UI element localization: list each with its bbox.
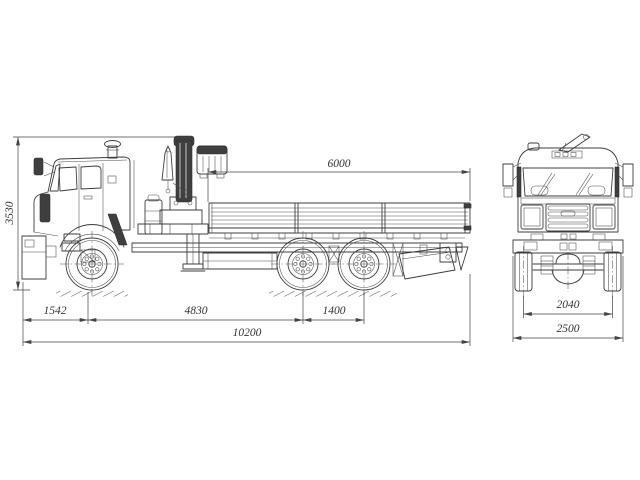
windshield-front: [522, 167, 614, 197]
fog-lamp-right: [598, 241, 613, 251]
crane-boom-front: [558, 133, 591, 153]
rear-wheel-2: [331, 230, 397, 297]
outrigger-leg: [180, 233, 206, 272]
cowl-vent-band: [520, 197, 616, 205]
dim-platform-length: 6000: [328, 158, 351, 170]
rear-light-bracket: [439, 242, 457, 263]
headlights-front: [520, 204, 616, 230]
front-bumper-frontview: [512, 233, 624, 254]
roof-equipment: [527, 133, 591, 159]
door-window: [80, 165, 102, 190]
hydraulic-tank: [144, 194, 163, 235]
fog-lamp-left: [523, 241, 538, 251]
cab: [21, 140, 135, 280]
dim-overall-height: 3530: [4, 201, 16, 225]
windshield: [49, 163, 61, 192]
cab-front-outline: [517, 147, 619, 233]
dimension-lines: 3530 6000 1542 4830 1400 10200 2040 2500: [4, 136, 624, 346]
left-pillar-trim: [516, 166, 522, 198]
crane-base: [159, 209, 203, 225]
dim-front-overhang: 1542: [44, 305, 67, 317]
cab-mud-deflector: [107, 213, 128, 246]
ground-hatch: [56, 291, 397, 297]
cab-step-upper: [63, 233, 81, 242]
wipers: [537, 172, 594, 196]
left-mirror: [502, 162, 522, 198]
air-intake-snorkel: [104, 140, 121, 159]
crane-boom-tip: [161, 145, 188, 195]
crane-hook-block: [196, 145, 228, 179]
tool-box: [202, 252, 278, 270]
cab-vent: [107, 175, 117, 184]
front-fender-trim: [39, 193, 51, 223]
dim-overall-length: 10200: [233, 327, 262, 339]
dim-rear-bogie-spacing: 1400: [323, 305, 346, 317]
rear-support: [392, 242, 404, 277]
side-window: [58, 166, 78, 192]
crane-subframe: [137, 223, 209, 235]
chassis: [131, 242, 469, 280]
dim-wheelbase: 4830: [185, 305, 208, 317]
rear-mudflap: [455, 246, 469, 271]
beacon: [527, 142, 540, 151]
crane-manipulator: [137, 135, 228, 272]
dim-overall-width: 2500: [557, 323, 580, 335]
cab-step-lower: [61, 242, 81, 252]
bogie-spring-bracket: [328, 245, 340, 263]
front-bumper: [21, 235, 57, 280]
grille-badge: [560, 210, 576, 217]
side-view: [21, 135, 472, 297]
front-view: [502, 133, 634, 300]
right-pillar-trim: [614, 166, 620, 198]
wheels-side: [59, 230, 397, 297]
platform-stakes: [294, 202, 472, 234]
mirror: [33, 157, 55, 177]
cargo-platform: [208, 202, 472, 240]
grille: [545, 203, 591, 232]
rear-mud-apron: [398, 244, 456, 280]
rear-wheel-1: [270, 230, 336, 297]
right-mirror: [614, 162, 634, 198]
dim-track-width: 2040: [557, 299, 580, 311]
front-step: [45, 245, 57, 258]
headlight: [24, 239, 35, 248]
crane-boom: [173, 135, 195, 203]
door-handle: [83, 195, 93, 200]
